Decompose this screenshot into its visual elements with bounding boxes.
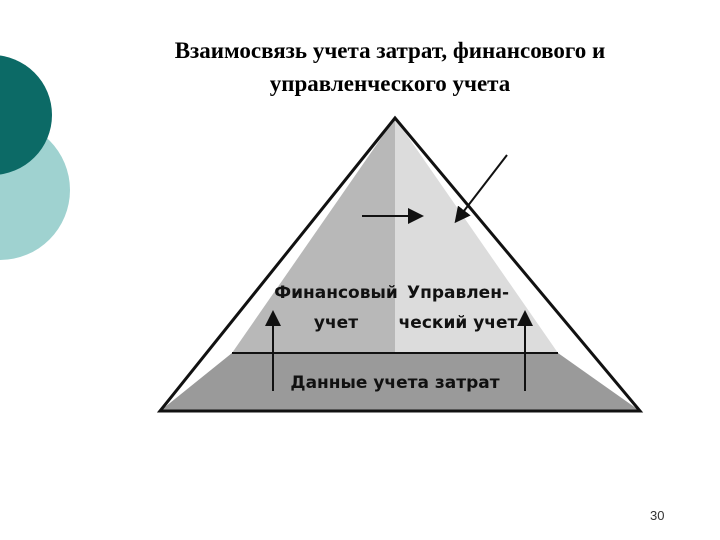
slide-title: Взаимосвязь учета затрат, финансового и … (95, 34, 685, 100)
management-accounting-section (395, 118, 558, 353)
pyramid-outline (156, 115, 644, 413)
diagonal-arrow (454, 154, 508, 224)
financial-label-line1: Финансовый (274, 283, 398, 303)
decorative-circles (0, 55, 70, 260)
financial-accounting-section (232, 118, 395, 353)
title-line-1: Взаимосвязь учета затрат, финансового и (174, 38, 606, 63)
financial-label-line2: учет (314, 313, 358, 333)
cost-data-section (160, 353, 640, 411)
pyramid-diagram: Финансовый учет Управлен- ческий учет Да… (156, 115, 644, 413)
cost-data-label: Данные учета затрат (290, 373, 499, 393)
dark-teal-circle (0, 55, 52, 175)
title-line-2: управленческого учета (269, 71, 511, 96)
management-label-line1: Управлен- (407, 283, 509, 303)
page-number: 30 (650, 508, 665, 523)
management-label-line2: ческий учет (399, 313, 518, 333)
